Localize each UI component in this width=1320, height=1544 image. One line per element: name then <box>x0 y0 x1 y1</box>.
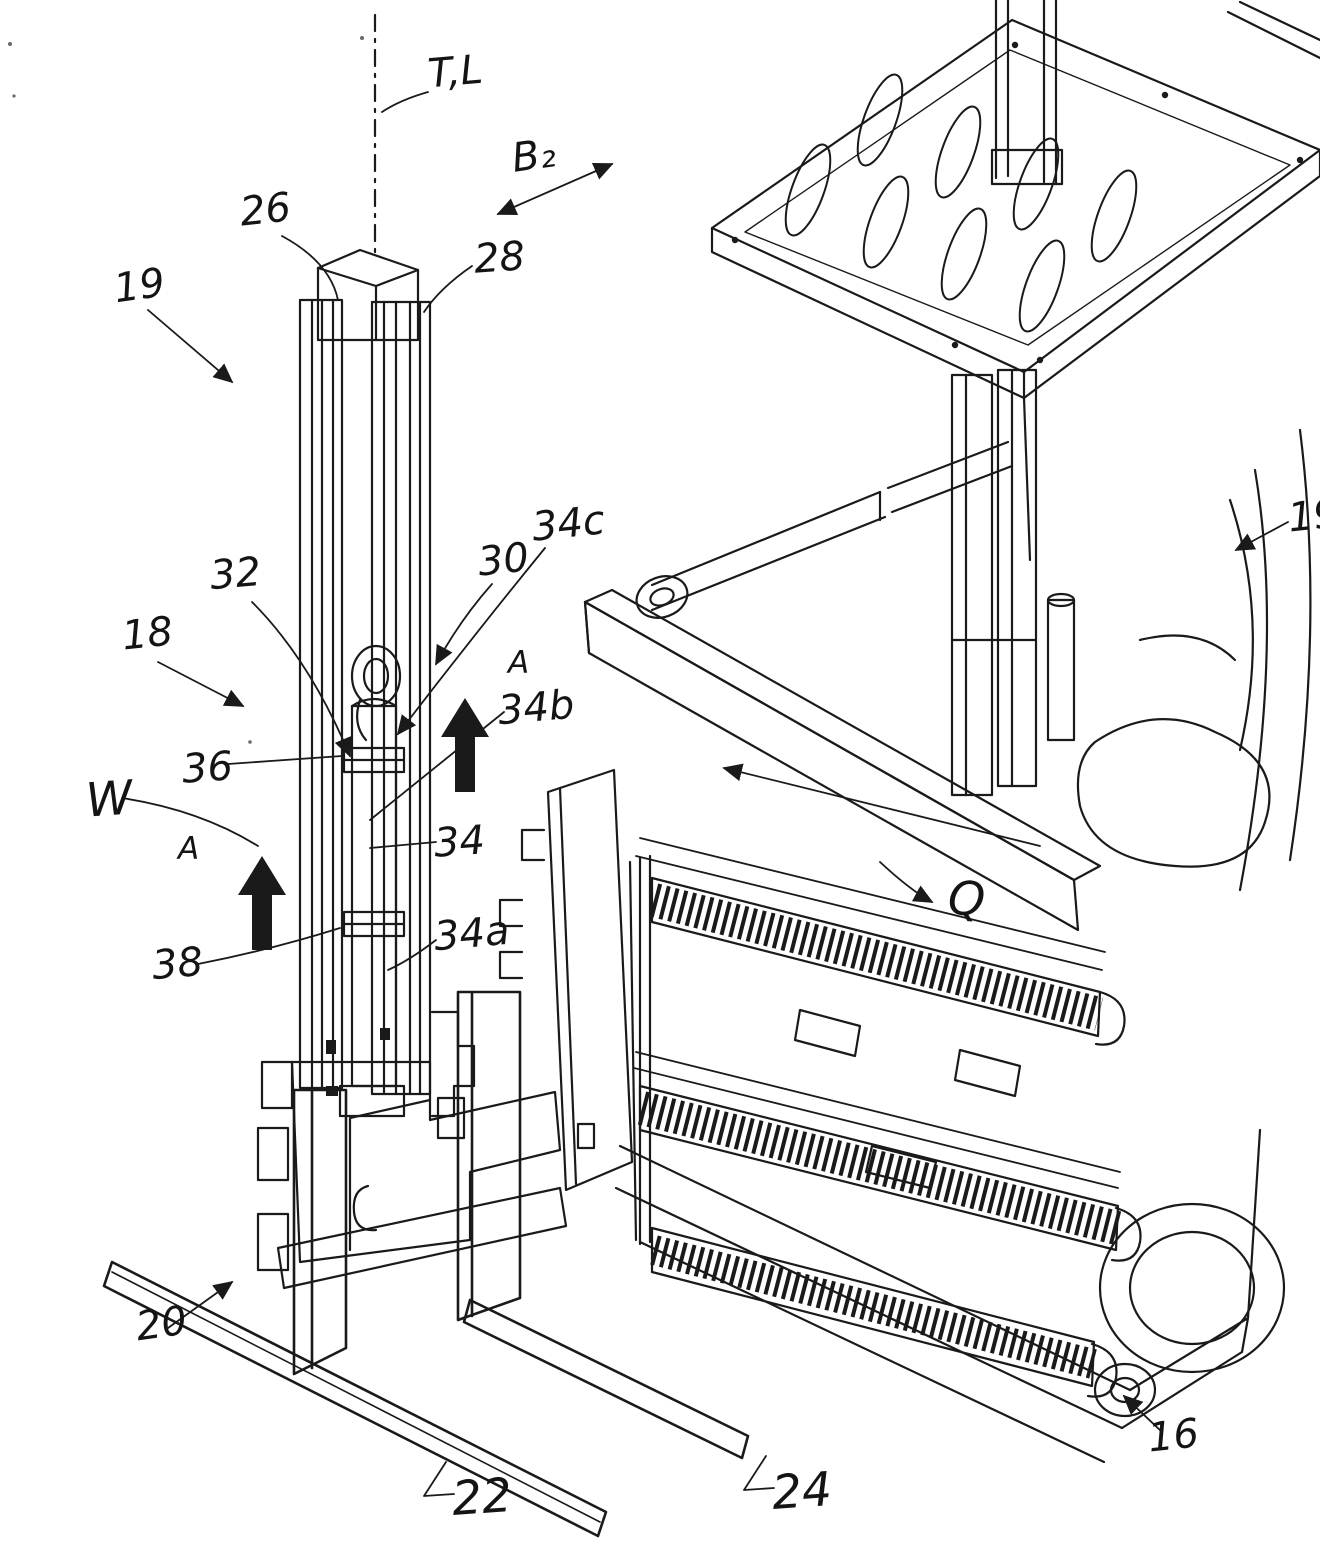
ref-label-19-left: 19 <box>111 263 167 310</box>
ref-label-24: 24 <box>770 1466 833 1517</box>
ref-label-q: Q <box>946 875 986 924</box>
ref-label-b2: B₂ <box>509 133 558 179</box>
scan-artifacts <box>8 36 364 744</box>
ref-label-26: 26 <box>238 187 293 232</box>
ref-label-20: 20 <box>133 1301 189 1348</box>
side-rail <box>631 442 1012 625</box>
fork-rear <box>458 992 748 1458</box>
ref-label-30: 30 <box>476 537 531 582</box>
ref-label-32: 32 <box>208 552 262 596</box>
ref-label-a-upper: A <box>508 648 529 679</box>
leader-36 <box>228 756 342 764</box>
leader-26 <box>282 236 338 300</box>
leader-28 <box>424 266 472 312</box>
toothed-rack-2 <box>634 1052 1120 1250</box>
arrow-19-left <box>148 310 232 382</box>
carriage-upright <box>500 770 650 1244</box>
leader-tl <box>382 92 428 112</box>
arrow-18 <box>158 662 243 706</box>
overhead-guard <box>712 20 1320 398</box>
ref-label-28: 28 <box>473 236 527 279</box>
leader-q <box>880 862 932 902</box>
ref-label-tl: T,L <box>426 50 484 95</box>
hose-pulley <box>352 646 400 740</box>
roller-wheel <box>1095 1364 1155 1416</box>
toothed-rack-1 <box>636 838 1105 1036</box>
ref-label-38: 38 <box>150 942 204 986</box>
ref-label-34a: 34a <box>432 911 511 957</box>
leader-34 <box>370 842 436 848</box>
toothed-rack-3 <box>652 1228 1094 1386</box>
ref-label-w: W <box>84 774 134 824</box>
ref-label-22: 22 <box>450 1472 513 1523</box>
squiggle-24 <box>744 1456 774 1490</box>
squiggle-22 <box>424 1462 454 1496</box>
guard-slots <box>777 69 1146 336</box>
ref-label-36: 36 <box>181 746 235 789</box>
ref-label-34c: 34c <box>530 500 607 547</box>
seat <box>1078 430 1310 890</box>
base-frame <box>616 862 1260 1462</box>
ref-label-a-lower: A <box>178 834 199 865</box>
ref-label-18: 18 <box>120 611 175 656</box>
ref-label-19-right: 19 <box>1286 493 1320 538</box>
leader-34b <box>370 712 504 820</box>
ref-label-34b: 34b <box>496 685 575 731</box>
direction-arrow-a-lower <box>238 856 286 950</box>
direction-arrow-a-upper <box>441 698 489 792</box>
ref-label-34: 34 <box>433 820 487 863</box>
truck-mast <box>952 370 1074 795</box>
ref-label-16: 16 <box>1146 1413 1201 1458</box>
